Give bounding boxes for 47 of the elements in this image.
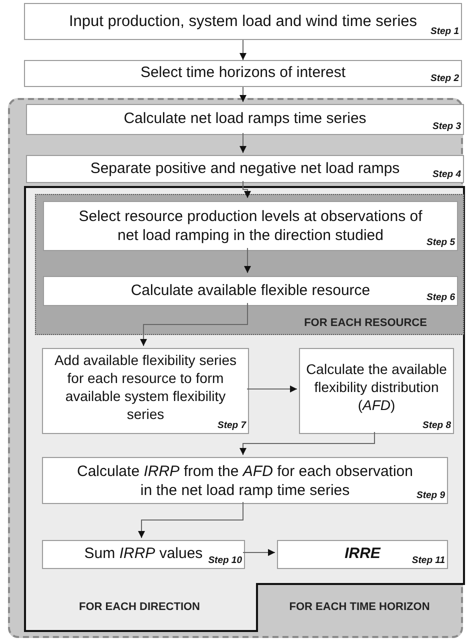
- arrow: [244, 248, 251, 274]
- process-box: [277, 540, 448, 569]
- step-number: Step 10: [208, 554, 242, 568]
- loop-label: FOR EACH RESOURCE: [303, 316, 428, 331]
- step-text: Sum IRRP values: [84, 544, 203, 564]
- loop-frame: [8, 98, 463, 638]
- arrow: [240, 40, 246, 60]
- step-number: Step 4: [432, 168, 461, 182]
- arrow: [240, 86, 246, 102]
- step-number: Step 3: [432, 120, 461, 134]
- loop-label: FOR EACH DIRECTION: [78, 600, 201, 615]
- arrow: [240, 432, 375, 456]
- step-text: Calculate the available flexibility distribution (AFD): [305, 360, 448, 414]
- loop-label: FOR EACH TIME HORIZON: [288, 600, 431, 615]
- step-number: Step 11: [412, 554, 445, 568]
- step-number: Step 9: [416, 488, 445, 503]
- loop-frame: [35, 194, 464, 335]
- step-text: Calculate IRRP from the AFD for each observation in the net load ramp time series: [76, 462, 414, 500]
- arrow: [140, 302, 248, 346]
- step-text: Separate positive and negative net load ramps: [90, 158, 400, 179]
- process-box: [26, 104, 464, 135]
- process-box: [42, 457, 448, 504]
- step-text: Calculate available flexible resource: [130, 280, 370, 301]
- step-number: Step 6: [426, 290, 455, 305]
- loop-frame: [24, 186, 465, 632]
- step-number: Step 2: [430, 72, 459, 86]
- step-number: Step 5: [426, 236, 455, 250]
- step-number: Step 1: [430, 24, 459, 39]
- arrow: [138, 502, 244, 538]
- arrow: [246, 386, 298, 392]
- process-box: [24, 3, 462, 40]
- step-text: Select time horizons of interest: [140, 63, 346, 84]
- step-text: Select resource production levels at observations of net load ramping in the direction studied: [78, 207, 424, 245]
- process-box: [42, 348, 249, 434]
- process-box: [43, 201, 458, 251]
- process-box: [26, 155, 464, 183]
- step-text: IRRE: [344, 544, 380, 564]
- arrow: [240, 132, 246, 154]
- process-box: [42, 540, 245, 569]
- step-text: Calculate net load ramps time series: [124, 109, 366, 130]
- step-number: Step 8: [422, 418, 451, 433]
- step-text: Input production, system load and wind time series: [68, 12, 418, 32]
- arrow: [242, 180, 251, 198]
- arrow: [242, 549, 276, 556]
- process-box: [24, 60, 462, 87]
- process-box: [299, 348, 454, 434]
- process-box: [43, 276, 458, 306]
